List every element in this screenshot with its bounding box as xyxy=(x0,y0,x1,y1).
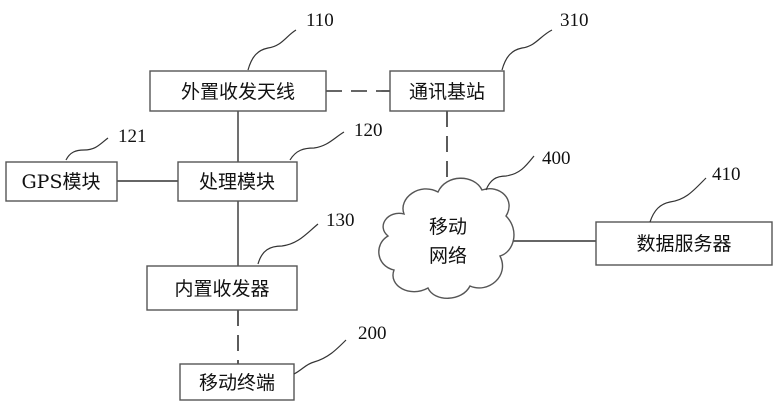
data-server-box: 数据服务器 xyxy=(596,222,772,265)
ref-120: 120 xyxy=(290,120,383,160)
gps-module-label: GPS模块 xyxy=(22,171,101,193)
mobile-network-label-line1: 移动 xyxy=(429,216,467,238)
ref-110: 110 xyxy=(248,10,334,70)
base-station-box: 通讯基站 xyxy=(390,71,504,111)
mobile-network-label-line2: 网络 xyxy=(429,245,467,267)
ref-121: 121 xyxy=(66,126,147,160)
internal-transceiver-label: 内置收发器 xyxy=(174,278,269,300)
mobile-network-cloud: 移动 网络 xyxy=(379,178,514,298)
mobile-terminal-box: 移动终端 xyxy=(180,364,294,400)
ref-121-label: 121 xyxy=(118,126,147,147)
ref-310: 310 xyxy=(502,10,589,70)
ref-200-label: 200 xyxy=(358,323,387,344)
ref-130: 130 xyxy=(258,210,355,264)
processing-module-label: 处理模块 xyxy=(199,171,275,193)
ref-130-label: 130 xyxy=(326,210,355,231)
ref-410: 410 xyxy=(650,164,741,222)
ref-110-label: 110 xyxy=(306,10,334,31)
external-antenna-box: 外置收发天线 xyxy=(150,71,326,111)
ref-410-label: 410 xyxy=(712,164,741,185)
gps-module-box: GPS模块 xyxy=(6,162,117,201)
data-server-label: 数据服务器 xyxy=(636,233,731,255)
ref-400: 400 xyxy=(486,148,571,190)
ref-120-label: 120 xyxy=(354,120,383,141)
base-station-label: 通讯基站 xyxy=(409,81,485,103)
ref-200: 200 xyxy=(294,323,387,374)
ref-400-label: 400 xyxy=(542,148,571,169)
mobile-terminal-label: 移动终端 xyxy=(199,372,275,394)
internal-transceiver-box: 内置收发器 xyxy=(147,266,297,310)
external-antenna-label: 外置收发天线 xyxy=(181,81,295,103)
processing-module-box: 处理模块 xyxy=(178,162,297,201)
ref-310-label: 310 xyxy=(560,10,589,31)
